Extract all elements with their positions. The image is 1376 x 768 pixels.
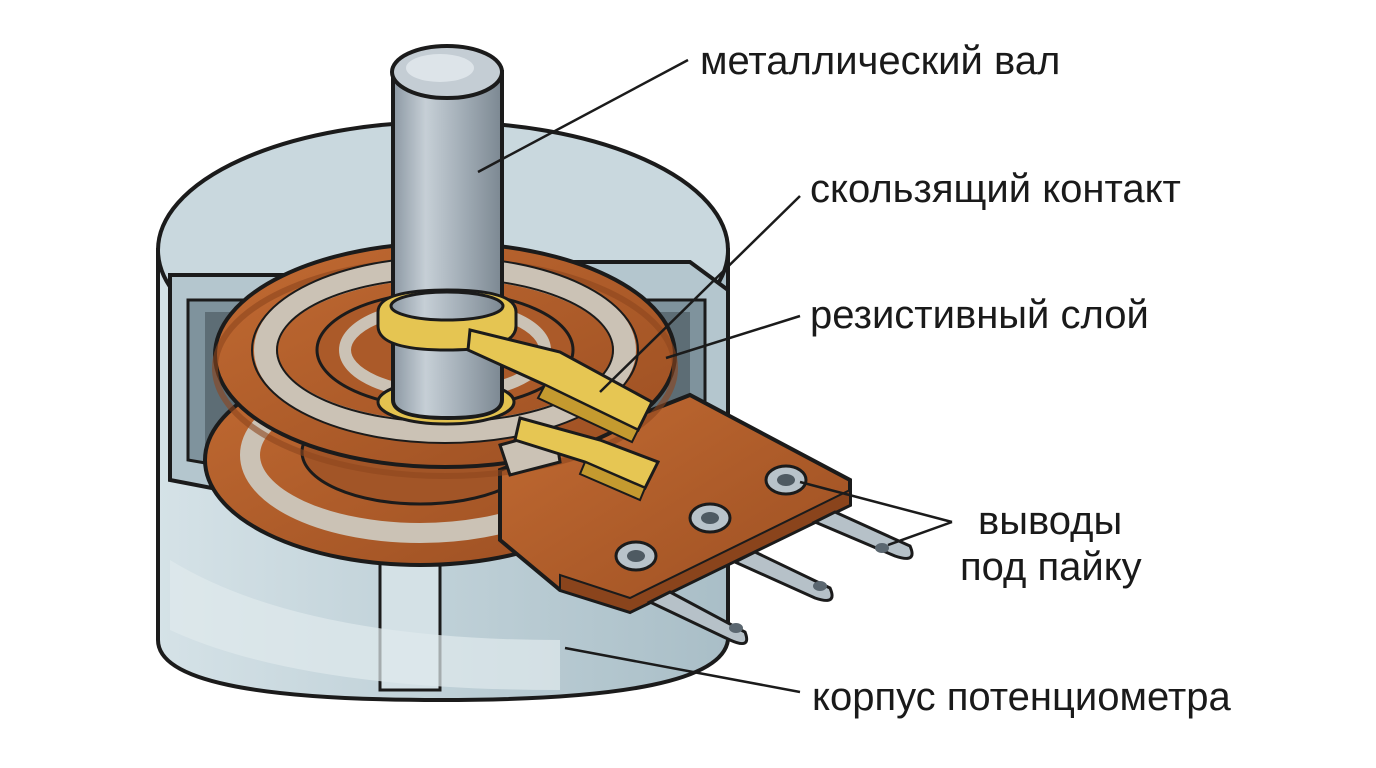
terminal-board-edge — [559, 488, 851, 614]
wiper-arm-upper-side — [536, 383, 640, 444]
leader-shaft — [477, 58, 689, 174]
leader-track — [665, 314, 801, 360]
label-resistive-track: резистивный слой — [810, 293, 1149, 337]
leader-lines — [477, 58, 953, 694]
wiper-arm-lower-side — [578, 460, 647, 502]
leader-wiper — [599, 195, 801, 393]
leader-terminals-a — [799, 480, 953, 524]
terminal-eyelet-1 — [614, 540, 658, 572]
metal-shaft — [376, 44, 518, 426]
wiper-contact — [466, 328, 661, 502]
shaft-body — [391, 70, 504, 421]
terminal-eyelet-2 — [688, 502, 732, 534]
label-terminals-line1: выводы — [978, 499, 1122, 543]
terminal-pin-3 — [811, 510, 914, 560]
terminal-eyelet-3 — [764, 464, 808, 496]
leader-housing — [564, 646, 801, 694]
leader-terminals-b — [887, 520, 953, 547]
shaft-top-highlight — [406, 54, 474, 82]
terminal-pin-2 — [731, 550, 834, 602]
terminal-pin-1 — [646, 590, 749, 646]
label-wiper-contact: скользящий контакт — [810, 167, 1181, 211]
housing-highlight — [170, 560, 560, 690]
label-terminals-line2: под пайку — [960, 545, 1142, 589]
label-housing: корпус потенциометра — [812, 675, 1231, 719]
label-metal-shaft: металлический вал — [700, 39, 1060, 83]
